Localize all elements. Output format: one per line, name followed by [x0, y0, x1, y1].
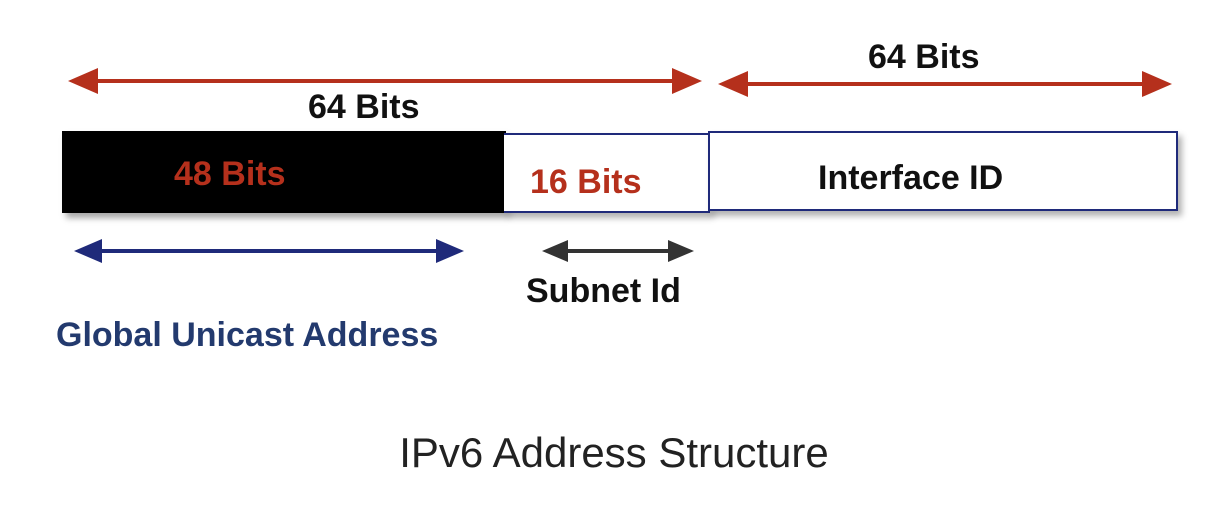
- subnet-id-arrow: [542, 240, 694, 262]
- interface-id-label: Interface ID: [818, 159, 1004, 197]
- interface-64bits-label: 64 Bits: [868, 38, 980, 76]
- subnet-16bits-segment: 16 Bits: [504, 133, 710, 213]
- subnet-16bits-label: 16 Bits: [530, 163, 642, 201]
- subnet-id-label: Subnet Id: [526, 272, 681, 310]
- global-48bits-label: 48 Bits: [174, 155, 286, 193]
- interface-64bits-arrow: [718, 71, 1172, 97]
- global-unicast-arrow: [74, 239, 464, 263]
- diagram-caption: IPv6 Address Structure: [399, 429, 829, 476]
- interface-id-segment: Interface ID: [708, 131, 1178, 211]
- global-48bits-segment: 48 Bits: [62, 131, 506, 213]
- network-64bits-label: 64 Bits: [308, 88, 420, 126]
- network-64bits-arrow: [68, 68, 702, 94]
- global-unicast-address-label: Global Unicast Address: [56, 316, 439, 354]
